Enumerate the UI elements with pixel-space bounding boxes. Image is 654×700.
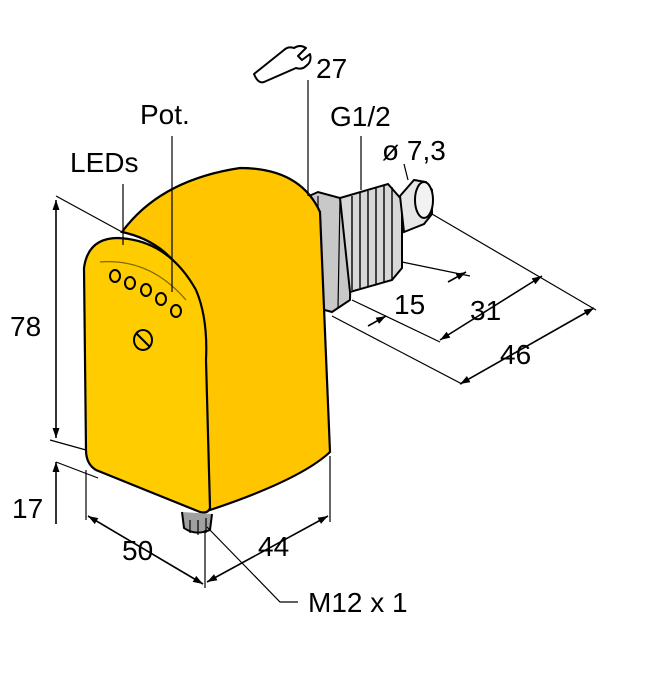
led-3	[140, 283, 152, 297]
label-leds: LEDs	[70, 147, 138, 178]
leader-diameter	[403, 163, 409, 181]
led-4	[155, 292, 167, 306]
labels: 27 G1/2 ø 7,3 Pot. LEDs 78 17 50 44 M12 …	[10, 53, 531, 618]
led-5	[170, 304, 182, 318]
label-depth: 44	[258, 531, 289, 562]
label-total-length: 46	[500, 339, 531, 370]
label-width: 50	[122, 535, 153, 566]
led-2	[124, 276, 136, 290]
label-wrench-size: 27	[316, 53, 347, 84]
dim-depth	[206, 515, 329, 583]
wrench-icon	[253, 45, 312, 84]
dim-width	[87, 515, 204, 585]
label-probe-length: 15	[394, 289, 425, 320]
label-thread-length: 31	[470, 295, 501, 326]
led-1	[109, 269, 121, 283]
dim-total-length	[459, 307, 595, 385]
sensor-housing	[82, 166, 332, 514]
thread-body	[338, 182, 403, 294]
label-probe-diameter: ø 7,3	[382, 135, 446, 166]
m12-connector	[181, 511, 213, 535]
thread-grooves	[351, 186, 393, 290]
dimension-lines	[49, 195, 597, 588]
led-row	[109, 269, 182, 318]
dim-probe-length-b	[367, 315, 387, 327]
label-thread: G1/2	[330, 101, 391, 132]
label-pot: Pot.	[140, 99, 190, 130]
label-connector: M12 x 1	[308, 587, 408, 618]
potentiometer	[133, 329, 153, 351]
label-height: 78	[10, 311, 41, 342]
label-connector-offset: 17	[12, 493, 43, 524]
